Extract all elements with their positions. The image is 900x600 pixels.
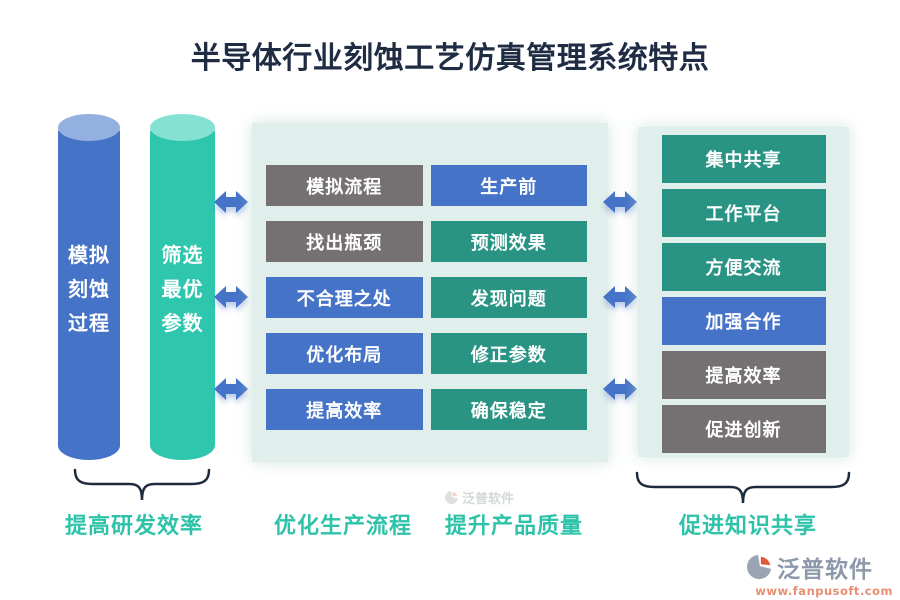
- cylinder-label: 筛选 最优 参数: [161, 243, 204, 335]
- feature-item: 提高效率: [661, 351, 826, 399]
- benefit-label-rd-efficiency: 提高研发效率: [64, 514, 203, 539]
- cylinder-top-face: [150, 114, 215, 141]
- logo-name: 泛普软件: [777, 557, 873, 583]
- double-arrow-icon: [603, 378, 637, 400]
- page-title: 半导体行业刻蚀工艺仿真管理系统特点: [190, 41, 710, 76]
- logo-url[interactable]: www.fanpusoft.com: [755, 584, 893, 598]
- benefit-label-product-quality: 提升产品质量: [444, 514, 583, 539]
- feature-item: 加强合作: [661, 297, 826, 345]
- feature-item: 工作平台: [661, 189, 826, 237]
- double-arrow-icon: [603, 286, 637, 308]
- right-panel: 集中共享 工作平台 方便交流 加强合作 提高效率 促进创新: [638, 127, 849, 457]
- watermark-text: 泛普软件: [462, 492, 515, 507]
- process-step: 不合理之处: [266, 277, 423, 318]
- benefit-label-production-flow: 优化生产流程: [273, 514, 412, 539]
- cylinder-simulate-etching: 模拟 刻蚀 过程: [58, 114, 120, 460]
- middle-panel-right-column: 生产前 预测效果 发现问题 修正参数 确保稳定: [430, 165, 587, 462]
- cylinder-top-face: [58, 114, 120, 141]
- cylinder-label: 模拟 刻蚀 过程: [68, 243, 110, 335]
- benefit-label-knowledge-sharing: 促进知识共享: [678, 514, 817, 539]
- double-arrow-icon: [214, 286, 248, 308]
- process-step: 生产前: [430, 165, 587, 206]
- feature-item: 集中共享: [661, 135, 826, 183]
- feature-item: 方便交流: [661, 243, 826, 291]
- process-step: 模拟流程: [266, 165, 423, 206]
- middle-panel: 模拟流程 找出瓶颈 不合理之处 优化布局 提高效率 生产前 预测效果 发现问题 …: [252, 123, 608, 462]
- brace-right: [635, 471, 851, 504]
- feature-item: 促进创新: [661, 405, 826, 453]
- process-step: 优化布局: [266, 333, 423, 374]
- cylinder-filter-parameters: 筛选 最优 参数: [150, 114, 215, 460]
- process-step: 预测效果: [430, 221, 587, 262]
- process-step: 找出瓶颈: [266, 221, 423, 262]
- fanpu-logo[interactable]: 泛普软件 www.fanpusoft.com: [745, 550, 893, 598]
- process-step: 修正参数: [430, 333, 587, 374]
- middle-panel-left-column: 模拟流程 找出瓶颈 不合理之处 优化布局 提高效率: [266, 165, 423, 462]
- fanpu-logo-icon: [445, 491, 458, 504]
- fanpu-logo-icon: [747, 554, 772, 580]
- watermark: 泛普软件: [444, 488, 514, 507]
- double-arrow-icon: [603, 191, 637, 213]
- process-step: 发现问题: [430, 277, 587, 318]
- double-arrow-icon: [214, 378, 248, 400]
- process-step: 提高效率: [266, 389, 423, 430]
- brace-left: [73, 468, 211, 501]
- process-step: 确保稳定: [430, 389, 587, 430]
- double-arrow-icon: [214, 191, 248, 213]
